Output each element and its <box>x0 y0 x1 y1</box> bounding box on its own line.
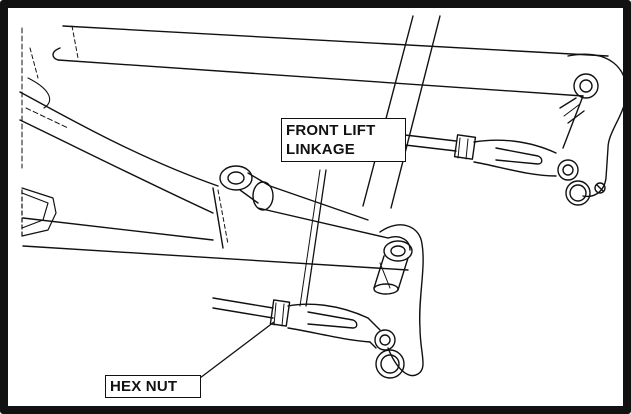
cross-tube <box>362 15 441 209</box>
hex-nut-label: HEX NUT <box>110 378 178 395</box>
front-lift-linkage-callout: FRONT LIFT LINKAGE <box>281 118 406 162</box>
upper-frame-tube <box>52 25 609 97</box>
front-hex-nut <box>269 299 291 327</box>
rear-pin <box>559 97 585 124</box>
spring-bracket <box>21 187 57 237</box>
front-lift-linkage-line1: FRONT LIFT <box>286 122 376 139</box>
front-clevis <box>287 303 405 379</box>
front-bracket-plate <box>379 224 424 377</box>
left-lift-arm <box>19 77 409 271</box>
hex-nut-callout: HEX NUT <box>105 375 201 398</box>
rear-hex-nut <box>453 134 477 160</box>
front-pin <box>373 240 413 295</box>
front-lift-linkage-leader <box>305 169 327 307</box>
rear-bracket-plate <box>562 53 623 198</box>
leader-lines <box>199 169 327 379</box>
hex-nut-leader <box>199 321 275 379</box>
left-edge-detail <box>21 27 39 169</box>
front-lift-linkage-line2: LINKAGE <box>286 141 355 158</box>
mower-deck-lift-illustration <box>19 15 623 379</box>
front-linkage-rod <box>212 297 274 319</box>
pivot-bushing <box>219 165 389 239</box>
rear-clevis <box>473 139 591 206</box>
